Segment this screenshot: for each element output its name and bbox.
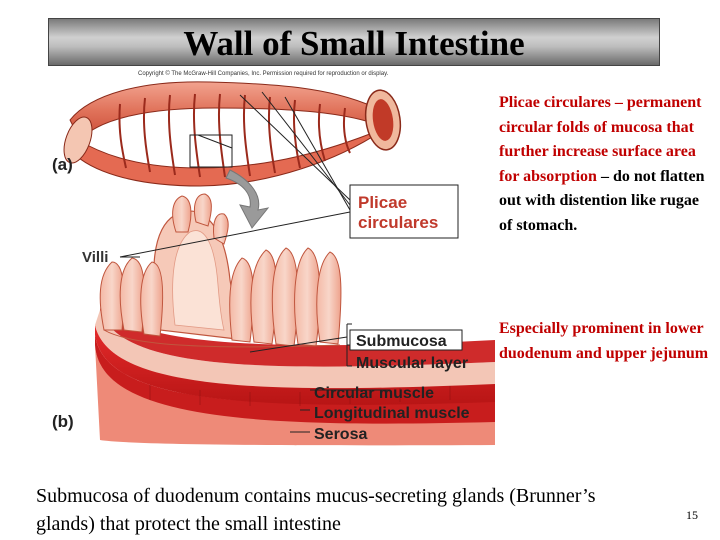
plicae-label-line2: circulares (358, 213, 438, 232)
zoom-arrow-icon (225, 169, 270, 229)
intestine-tube-illustration (63, 81, 402, 187)
brunner-glands-note: Submucosa of duodenum contains mucus-sec… (36, 485, 596, 535)
villus (213, 213, 229, 245)
villus (271, 247, 299, 347)
plicae-description-red: Plicae circulares – permanent circular f… (499, 94, 702, 185)
plicae-label-line1: Plicae (358, 193, 407, 212)
villus (294, 247, 321, 347)
slide-title: Wall of Small Intestine (183, 24, 525, 63)
leader-lines (119, 91, 390, 433)
villus (193, 193, 212, 227)
title-bar (48, 18, 660, 66)
wall-section-illustration (95, 193, 495, 446)
label-b: (b) (52, 412, 74, 431)
villus (172, 195, 192, 233)
villi-label: Villi (82, 249, 108, 266)
longitudinal-muscle-label: Longitudinal muscle (314, 405, 470, 422)
villus (316, 251, 342, 345)
intestine-wall-diagram: (a) (b) Villi Plicae circulares Submucos… (52, 81, 495, 446)
label-a: (a) (52, 155, 73, 174)
serosa-label: Serosa (314, 426, 367, 443)
villus (229, 257, 254, 343)
page-number: 15 (686, 508, 698, 522)
plicae-label-box (349, 184, 459, 239)
plicae-description-black: – do not flatten out with distention lik… (499, 167, 705, 234)
copyright-notice: Copyright © The McGraw-Hill Companies, I… (138, 71, 389, 77)
submucosa-label-box (349, 329, 463, 351)
plicae-description: Plicae circulares – permanent circular f… (499, 91, 709, 238)
muscular-layer-label: Muscular layer (356, 355, 468, 372)
circular-muscle-label: Circular muscle (314, 385, 434, 402)
location-note: Especially prominent in lower duodenum a… (499, 320, 709, 362)
submucosa-label: Submucosa (356, 333, 447, 350)
villus (140, 261, 164, 337)
